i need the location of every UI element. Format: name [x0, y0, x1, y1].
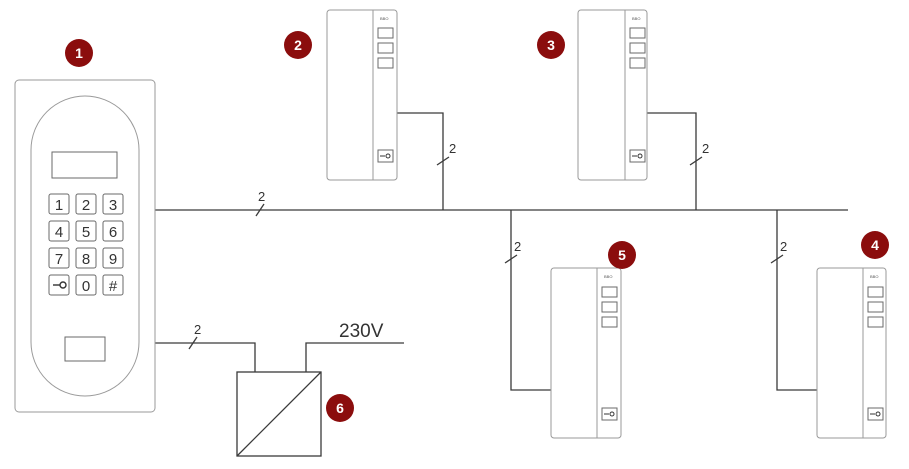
door-station-display [51, 151, 118, 179]
tick-monitor-4 [770, 254, 784, 264]
badge-label: 1 [75, 45, 83, 61]
keypad-key [102, 193, 124, 215]
keypad-key [75, 220, 97, 242]
wire-to-monitor-4 [776, 210, 817, 391]
key-icon [867, 407, 884, 421]
monitor-button [377, 57, 394, 69]
keypad-key [102, 274, 124, 296]
monitor-button [867, 316, 884, 328]
monitor-button [377, 42, 394, 54]
badge-4: 4 [861, 231, 889, 259]
keypad-key [75, 193, 97, 215]
monitor-button [629, 57, 646, 69]
indoor-monitor-2: BBO [326, 9, 398, 181]
keypad-key-label: # [109, 278, 118, 295]
wire-label-monitor-4: 2 [780, 239, 787, 254]
monitor-button [867, 301, 884, 313]
badge-5: 5 [608, 241, 636, 269]
key-icon [377, 149, 394, 163]
indoor-monitor-4: BBO [816, 267, 887, 439]
badge-6: 6 [326, 394, 354, 422]
wire-label-bus: 2 [258, 189, 265, 204]
keypad-key-label: 8 [82, 251, 90, 268]
tick-monitor-2 [436, 156, 450, 166]
badge-label: 2 [294, 37, 302, 53]
mains-230v-wire [305, 342, 404, 372]
wire-label-monitor-2: 2 [449, 141, 456, 156]
keypad-key-label: 1 [55, 197, 63, 214]
keypad: 1 2 3 4 5 6 7 8 9 0 # [48, 193, 124, 296]
keypad-key-label: 6 [109, 224, 117, 241]
monitor-button [601, 316, 618, 328]
badge-1: 1 [65, 39, 93, 67]
keypad-key [75, 274, 97, 296]
monitor-brand: BBO [604, 274, 612, 279]
badge-label: 6 [336, 400, 344, 416]
tick-bus [255, 203, 265, 217]
badge-2: 2 [284, 31, 312, 59]
indoor-monitor-3: BBO [577, 9, 648, 181]
key-icon [601, 407, 618, 421]
wiring: 2 2 2 2 2 2 230V [155, 112, 848, 391]
wire-label-monitor-5: 2 [514, 239, 521, 254]
wire-to-monitor-3 [647, 112, 697, 210]
keypad-key-label: 2 [82, 197, 90, 214]
wire-to-monitor-5 [510, 210, 551, 391]
monitor-button [629, 42, 646, 54]
monitor-button [377, 27, 394, 39]
power-supply-diagonal-icon [236, 371, 322, 457]
badge-label: 5 [618, 247, 626, 263]
wire-to-power-supply [155, 342, 256, 372]
monitor-button [601, 301, 618, 313]
key-icon [53, 281, 67, 289]
badge-3: 3 [537, 31, 565, 59]
keypad-key [102, 220, 124, 242]
keypad-key [75, 247, 97, 269]
wire-to-monitor-2 [397, 112, 444, 210]
keypad-key-label: 9 [109, 251, 117, 268]
tick-power-supply [188, 336, 198, 350]
monitor-button [629, 27, 646, 39]
monitor-button [601, 286, 618, 298]
power-supply [236, 371, 322, 457]
badge-label: 3 [547, 37, 555, 53]
key-icon [629, 149, 646, 163]
keypad-key-label: 5 [82, 224, 90, 241]
badge-label: 4 [871, 237, 879, 253]
indoor-monitor-5: BBO [550, 267, 622, 439]
wire-label-monitor-3: 2 [702, 141, 709, 156]
monitor-brand: BBO [870, 274, 878, 279]
keypad-key [48, 220, 70, 242]
monitor-button [867, 286, 884, 298]
keypad-key [48, 247, 70, 269]
power-label-230v: 230V [339, 321, 384, 342]
door-station: 1 2 3 4 5 6 7 8 9 0 # [14, 79, 156, 413]
keypad-key-label: 3 [109, 197, 117, 214]
tick-monitor-3 [689, 156, 703, 166]
keypad-key [102, 247, 124, 269]
keypad-key [48, 193, 70, 215]
wire-label-power-supply: 2 [194, 322, 201, 337]
monitor-brand: BBO [380, 16, 388, 21]
door-station-tag-reader [64, 336, 106, 362]
keypad-key-label: 7 [55, 251, 63, 268]
monitor-brand: BBO [632, 16, 640, 21]
tick-monitor-5 [504, 254, 518, 264]
keypad-key-label: 0 [82, 278, 90, 295]
keypad-key-label: 4 [55, 224, 63, 241]
